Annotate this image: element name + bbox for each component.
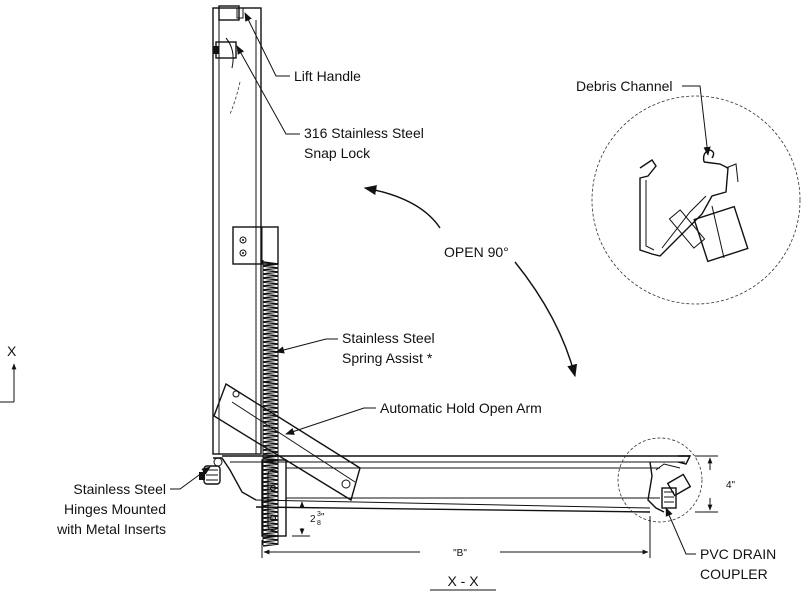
lift-handle-label: Lift Handle: [294, 68, 361, 84]
hinges-label-1: Stainless Steel: [73, 481, 166, 497]
pvc-label-2: COUPLER: [700, 566, 768, 582]
small-dimension-whole: 2: [310, 514, 316, 525]
debris-channel-detail: [591, 95, 801, 305]
small-dimension-unit: ": [321, 512, 325, 523]
drain-detail-circle: [617, 437, 703, 523]
spring-bracket: [232, 226, 279, 265]
frame-channel: [222, 455, 692, 513]
door-leaf-open: [212, 7, 262, 455]
open-angle-label: OPEN 90°: [444, 244, 509, 260]
small-dimension-numerator: 3: [317, 511, 321, 518]
section-title: X - X: [447, 573, 479, 589]
height-dimension-label: 4": [726, 480, 736, 491]
hold-open-arm-label: Automatic Hold Open Arm: [380, 400, 542, 416]
hinge-assembly: [199, 457, 257, 501]
spring-label-2: Spring Assist *: [342, 350, 433, 366]
dimension-lines: [261, 455, 718, 558]
snap-lock: [213, 37, 241, 115]
hinges-label-3: with Metal Inserts: [56, 521, 166, 537]
lift-handle: [218, 5, 244, 21]
snap-lock-label-2: Snap Lock: [304, 145, 371, 161]
section-arrow: [0, 363, 17, 403]
hinges-label-2: Hinges Mounted: [64, 501, 166, 517]
spring-assist-coil: [262, 260, 279, 547]
open-angle-arrows: [363, 185, 578, 378]
small-dimension-label: 2 3 8 ": [310, 511, 325, 527]
small-dimension-denominator: 8: [317, 520, 321, 527]
snap-lock-label-1: 316 Stainless Steel: [304, 125, 424, 141]
leader-lines: [170, 12, 711, 555]
hold-open-arm: [213, 382, 361, 502]
pvc-label-1: PVC DRAIN: [700, 546, 776, 562]
width-dimension-label: "B": [453, 548, 467, 559]
spring-label-1: Stainless Steel: [342, 330, 435, 346]
debris-channel-label: Debris Channel: [576, 78, 673, 94]
section-marker-label: X: [7, 343, 17, 359]
